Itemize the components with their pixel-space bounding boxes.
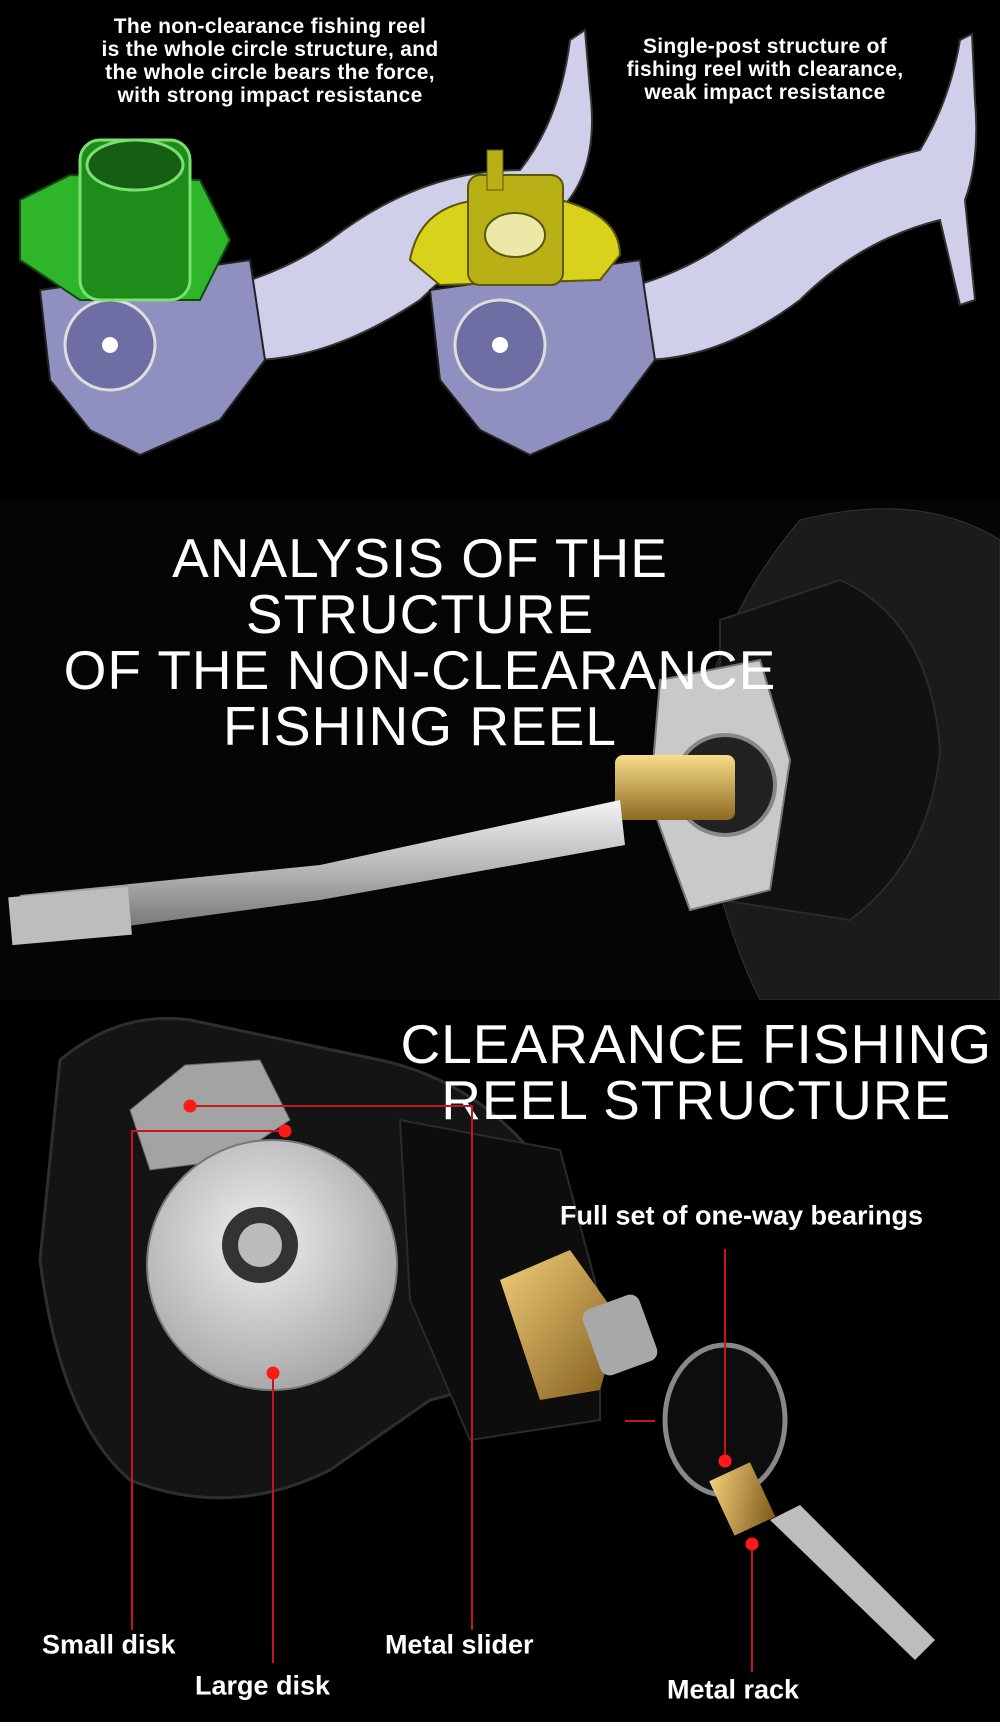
small-disk-leader-vertical — [131, 1130, 133, 1630]
large-disk-label: Large disk — [195, 1670, 331, 1701]
non-clearance-analysis-panel: ANALYSIS OF THE STRUCTURE OF THE NON-CLE… — [0, 500, 1000, 1000]
clearance-structure-panel: CLEARANCE FISHING REEL STRUCTURE Full se… — [0, 1000, 1000, 1722]
bearings-marker — [718, 1454, 732, 1468]
metal-slider-marker — [183, 1099, 197, 1113]
shaft-assembly-illustration — [8, 508, 1000, 1000]
clearance-title-line-1: CLEARANCE FISHING — [400, 1013, 992, 1075]
non-clearance-caption: The non-clearance fishing reel is the wh… — [101, 15, 439, 107]
metal-slider-label: Metal slider — [385, 1629, 534, 1660]
gear-tick — [625, 1420, 655, 1422]
metal-slider-leader-horizontal — [190, 1105, 472, 1107]
clearance-reel-illustration — [38, 1016, 935, 1660]
metal-rack-marker — [745, 1537, 759, 1551]
metal-rack-label: Metal rack — [667, 1674, 800, 1705]
cad-comparison-panel: The non-clearance fishing reel is the wh… — [0, 0, 1000, 500]
small-disk-label: Small disk — [42, 1629, 176, 1660]
clearance-caption: Single-post structure of fishing reel wi… — [626, 35, 904, 104]
large-disk-marker — [266, 1366, 280, 1380]
analysis-title-line-1: ANALYSIS OF THE STRUCTURE — [172, 527, 668, 645]
metal-slider-leader-vertical — [471, 1105, 473, 1630]
large-disk-leader — [272, 1373, 274, 1663]
bearings-label: Full set of one-way bearings — [560, 1200, 924, 1231]
cad-reel-illustration — [19, 28, 978, 457]
small-disk-marker — [278, 1124, 292, 1138]
small-disk-leader-horizontal — [131, 1130, 285, 1132]
bearings-leader — [724, 1249, 726, 1461]
clearance-title: CLEARANCE FISHING REEL STRUCTURE — [400, 1016, 992, 1128]
analysis-title-line-3: FISHING REEL — [222, 695, 618, 757]
clearance-title-line-2: REEL STRUCTURE — [441, 1069, 952, 1131]
analysis-title: ANALYSIS OF THE STRUCTURE OF THE NON-CLE… — [0, 530, 840, 754]
analysis-title-line-2: OF THE NON-CLEARANCE — [63, 639, 777, 701]
metal-rack-leader — [751, 1544, 753, 1672]
